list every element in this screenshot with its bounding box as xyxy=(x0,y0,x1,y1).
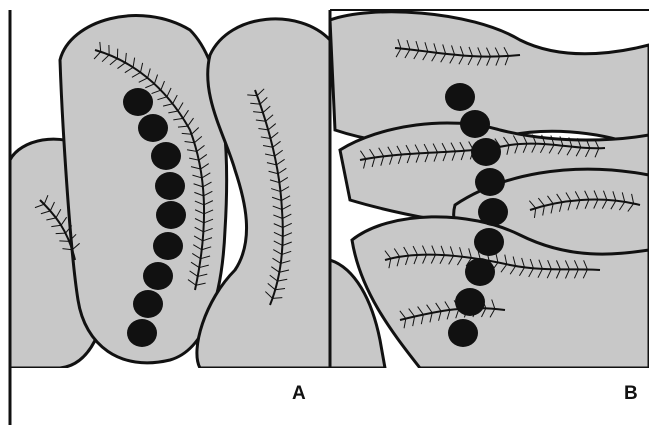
panel-label-a: A xyxy=(292,384,306,403)
panel-label-b: B xyxy=(624,384,638,403)
node xyxy=(133,290,163,318)
hair-mark xyxy=(247,95,257,96)
node xyxy=(465,258,495,286)
node xyxy=(155,172,185,200)
panel-a xyxy=(10,16,330,368)
node xyxy=(138,114,168,142)
node xyxy=(448,319,478,347)
node xyxy=(445,83,475,111)
node xyxy=(156,201,186,229)
node xyxy=(478,198,508,226)
node xyxy=(123,88,153,116)
panel-b xyxy=(330,12,649,368)
node xyxy=(127,319,157,347)
node xyxy=(143,262,173,290)
node xyxy=(475,168,505,196)
node xyxy=(153,232,183,260)
node xyxy=(471,138,501,166)
node xyxy=(151,142,181,170)
node xyxy=(455,288,485,316)
node xyxy=(460,110,490,138)
node xyxy=(474,228,504,256)
